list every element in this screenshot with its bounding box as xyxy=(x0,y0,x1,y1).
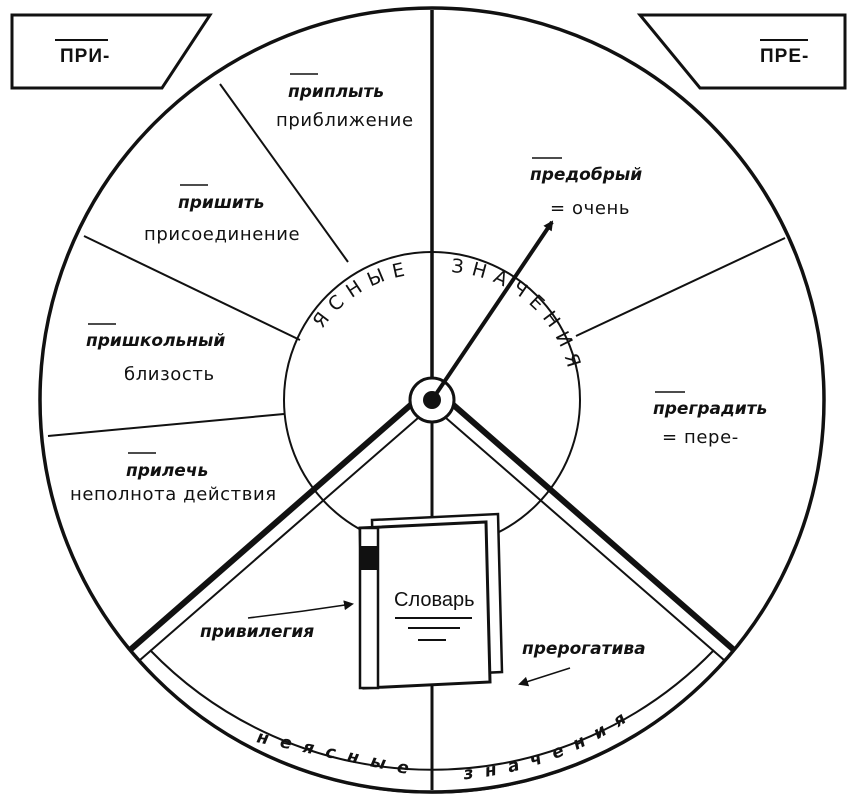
example-word: пришкольный xyxy=(86,331,225,351)
example-word: прилечь xyxy=(126,461,208,481)
meaning-label: приближение xyxy=(276,110,414,131)
sector-divider xyxy=(575,237,786,337)
word-right-arrow: прерогатива xyxy=(518,639,646,687)
meaning-label: присоединение xyxy=(144,224,300,245)
prefix-label-left: ПРИ- xyxy=(60,46,110,67)
lower-sector-arc xyxy=(119,637,745,794)
word-right-label: прерогатива xyxy=(522,639,646,659)
meaning-label: = очень xyxy=(550,198,630,219)
word-left-label: привилегия xyxy=(200,622,314,642)
example-word: приплыть xyxy=(288,82,384,102)
bottom-label-unclear: неясные xyxy=(255,727,422,781)
sector-right-1: предобрый = очень xyxy=(530,157,642,219)
sector-divider xyxy=(83,235,301,341)
dictionary-book: Словарь xyxy=(358,512,504,690)
sector-left-2: пришить присоединение xyxy=(144,184,300,245)
word-left-arrow: привилегия xyxy=(200,600,354,642)
meaning-label: неполнота действия xyxy=(70,484,277,505)
sector-divider xyxy=(47,413,285,437)
wedge-border-left-inner xyxy=(139,417,419,661)
sector-left-3: пришкольный близость xyxy=(86,323,225,385)
prefix-tab-right: ПРЕ- xyxy=(636,13,847,90)
example-word: пришить xyxy=(178,193,264,213)
sector-left-1: приплыть приближение xyxy=(276,73,414,131)
example-word: предобрый xyxy=(530,165,642,185)
book-title: Словарь xyxy=(394,589,475,611)
sector-right-2: преградить = пере- xyxy=(653,391,767,448)
wedge-border-right-inner xyxy=(445,417,725,661)
prefix-label-right: ПРЕ- xyxy=(760,46,809,67)
book-spine-band xyxy=(360,546,378,570)
sector-divider xyxy=(219,83,349,263)
meaning-label: близость xyxy=(124,364,215,385)
example-word: преградить xyxy=(653,399,767,419)
pointer-needle xyxy=(430,220,554,402)
prefix-tab-left: ПРИ- xyxy=(10,13,213,90)
wedge-border-right xyxy=(448,399,736,653)
sector-left-4: прилечь неполнота действия xyxy=(70,452,277,505)
meaning-label: = пере- xyxy=(662,427,739,448)
wedge-border-left xyxy=(128,399,416,653)
